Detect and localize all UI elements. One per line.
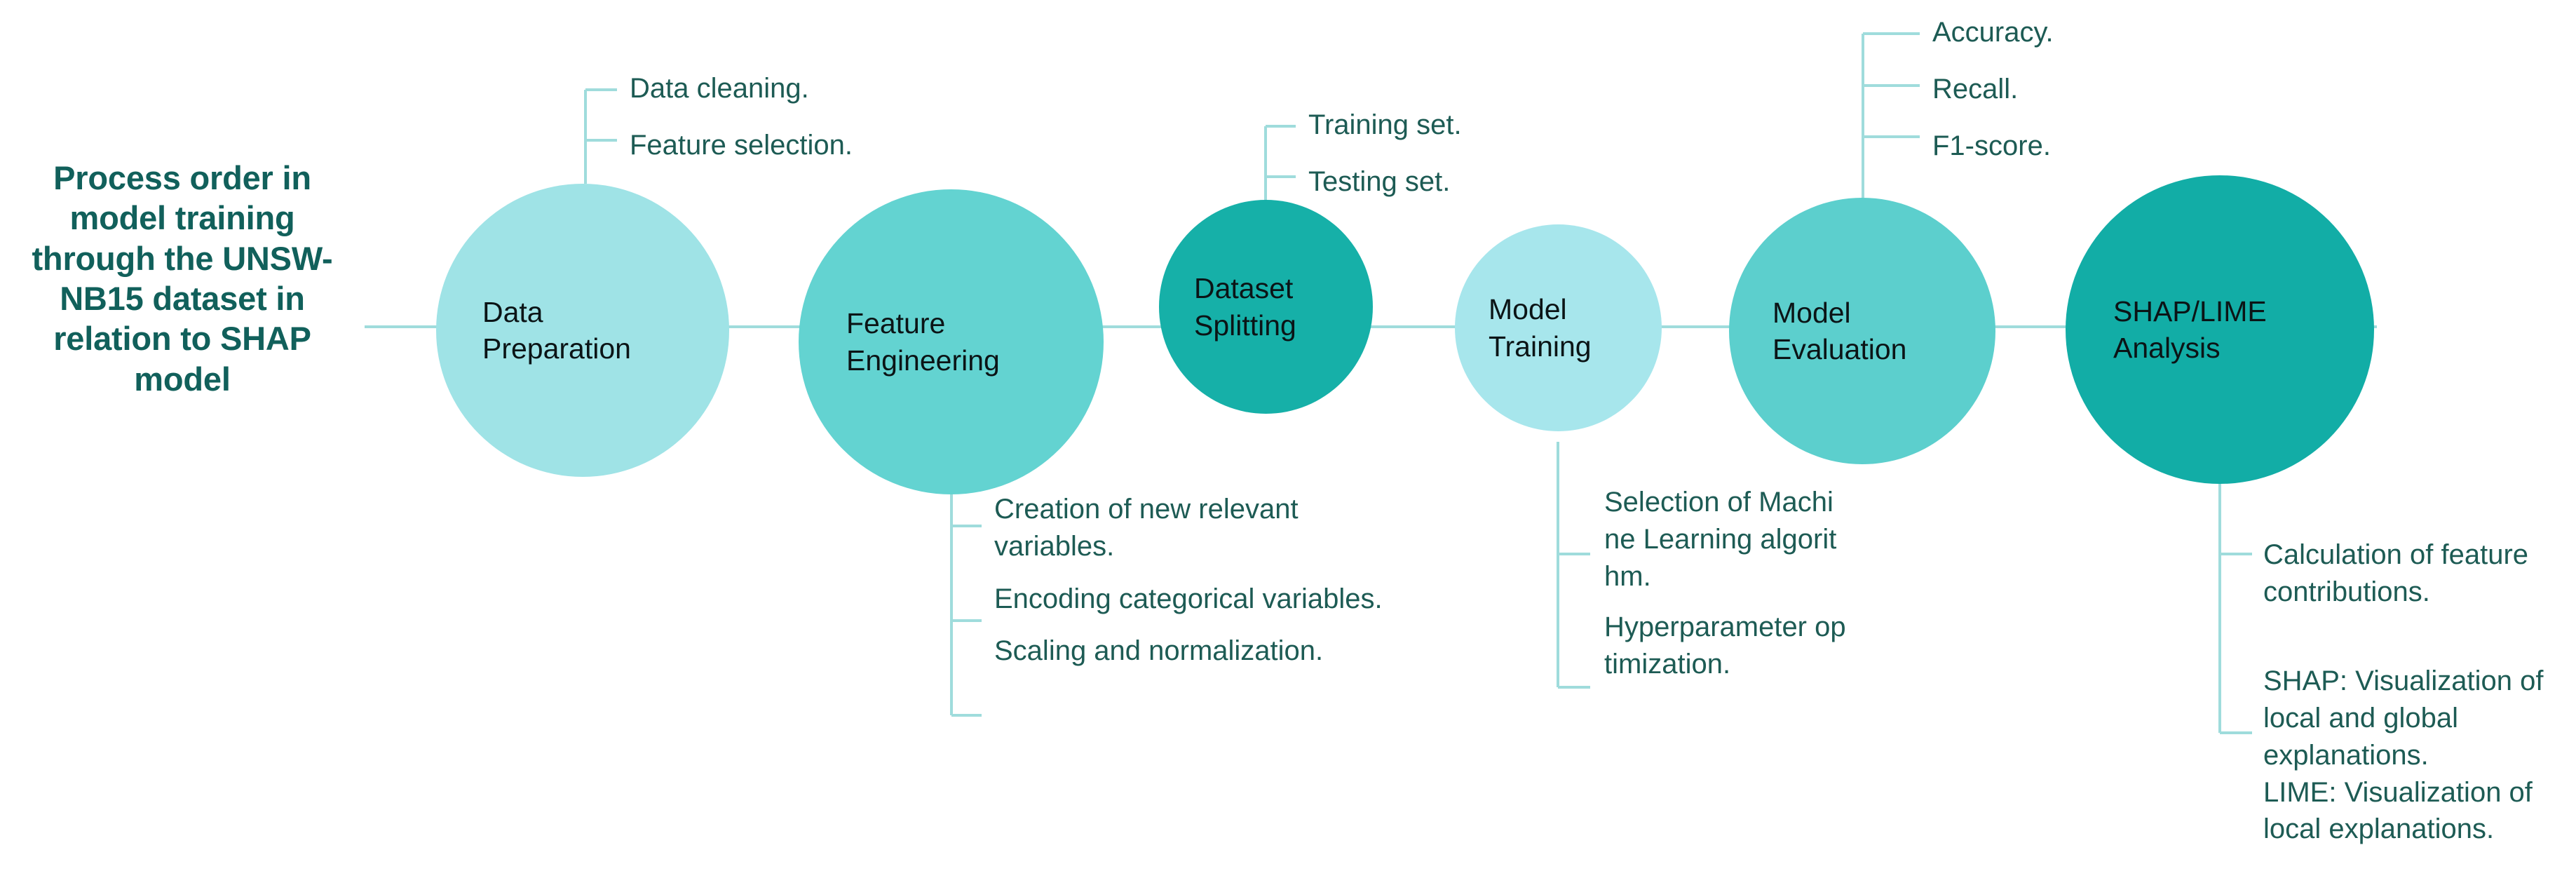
annotation-group-feature-engineering: Creation of new relevant variables. Enco… [994,491,1401,670]
node-label-data-preparation: Data Preparation [482,295,631,365]
node-data-preparation[interactable]: Data Preparation [436,184,729,477]
node-label-shap-lime-analysis: SHAP/LIME Analysis [2113,295,2267,364]
annotation-group-model-evaluation: Accuracy. Recall. F1-score. [1932,14,2297,164]
node-shap-lime-analysis[interactable]: SHAP/LIME Analysis [2066,175,2374,484]
node-label-model-training: Model Training [1489,293,1592,363]
diagram-canvas: Process order in model training through … [32,14,2544,845]
node-feature-engineering[interactable]: Feature Engineering [799,189,1104,494]
annotation-group-data-preparation: Data cleaning. Feature selection. [630,70,994,164]
annotation-item: Hyperparameter optimization. [1604,612,1846,680]
node-label-feature-engineering: Feature Engineering [846,307,1000,377]
node-label-dataset-splitting: Dataset Splitting [1194,272,1296,342]
annotation-item: Creation of new relevant variables. [994,494,1299,562]
annotation-item: Scaling and normalization. [994,635,1324,667]
annotation-item: Calculation of feature contributions. [2263,539,2529,607]
node-model-training[interactable]: Model Training [1455,224,1662,431]
annotation-item: Recall. [1932,73,2019,104]
annotation-group-dataset-splitting: Training set. Testing set. [1308,107,1645,201]
annotation-item: Accuracy. [1932,17,2054,48]
annotation-item: SHAP: Visualization of local and global … [2263,666,2544,845]
annotation-item: Selection of Machine Learning algorithm. [1604,487,1837,592]
node-dataset-splitting[interactable]: Dataset Splitting [1159,200,1373,414]
annotation-item: Data cleaning. [630,73,809,104]
annotation-item: Training set. [1308,109,1462,140]
node-label-model-evaluation: Model Evaluation [1772,296,1907,365]
annotation-item: Feature selection. [630,129,853,161]
annotation-item: Encoding categorical variables. [994,583,1383,614]
annotation-item: F1-score. [1932,130,2051,161]
node-model-evaluation[interactable]: Model Evaluation [1729,198,1995,464]
diagram-title: Process order in model training through … [32,159,333,398]
annotation-item: Testing set. [1308,165,1451,197]
annotation-group-shap-lime-analysis: Calculation of feature contributions. SH… [2263,499,2572,885]
annotation-group-model-training: Selection of Machine Learning algorithm.… [1604,484,1846,683]
